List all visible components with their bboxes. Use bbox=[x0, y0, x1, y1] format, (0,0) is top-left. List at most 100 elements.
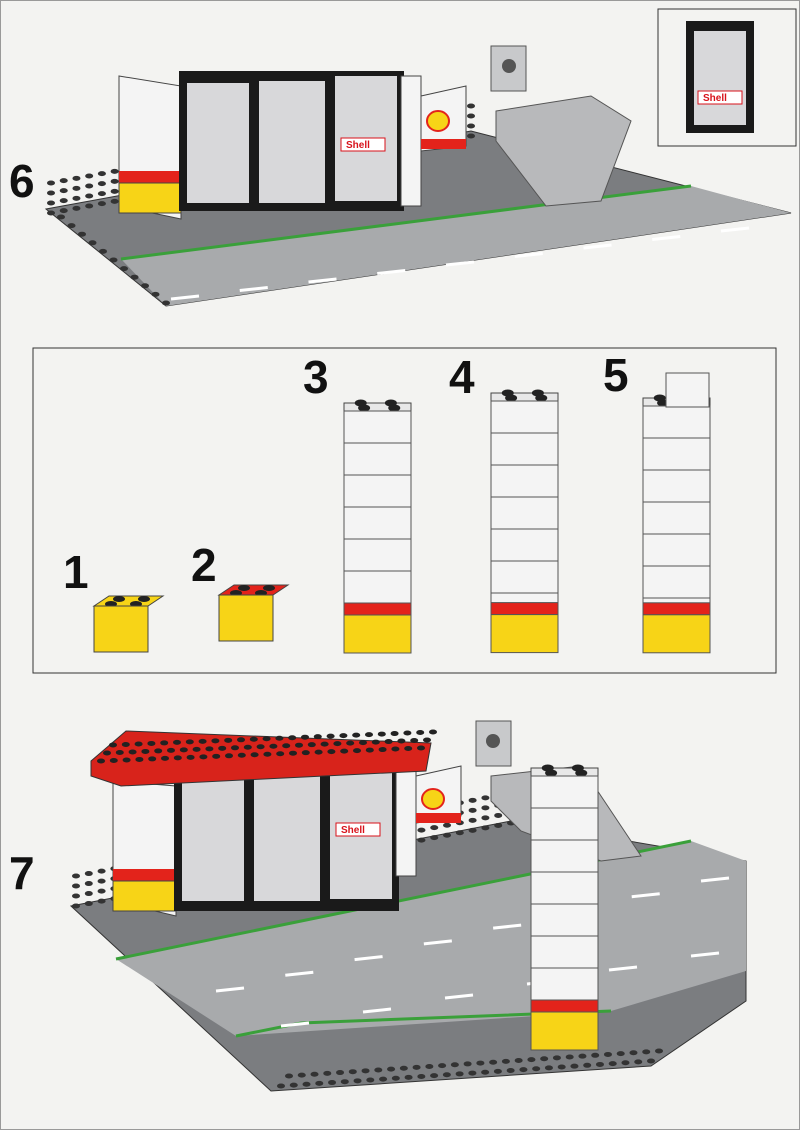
stud bbox=[535, 394, 548, 402]
stud bbox=[430, 835, 439, 841]
lane-marking bbox=[690, 951, 720, 958]
stud bbox=[59, 208, 68, 214]
lane-marking bbox=[280, 1021, 310, 1028]
step-6-window-pane-2 bbox=[259, 81, 325, 203]
stud bbox=[243, 744, 252, 750]
stud bbox=[161, 755, 169, 761]
stud bbox=[365, 747, 374, 753]
stud bbox=[374, 1067, 383, 1073]
stud bbox=[379, 1076, 388, 1082]
step-6-road-markings bbox=[170, 226, 750, 301]
stud bbox=[110, 168, 119, 174]
stud bbox=[450, 1062, 459, 1068]
substep-2-red-yellow-brick-top bbox=[217, 584, 290, 596]
substeps-box bbox=[32, 347, 777, 674]
stud bbox=[494, 812, 503, 818]
stud bbox=[616, 1051, 625, 1057]
stud bbox=[417, 837, 426, 843]
shell-logo-icon bbox=[426, 110, 450, 132]
stud bbox=[160, 740, 169, 746]
stud bbox=[468, 827, 477, 833]
stud bbox=[323, 1070, 332, 1076]
stud bbox=[603, 1051, 612, 1057]
stud bbox=[346, 740, 355, 746]
stud bbox=[608, 1061, 617, 1067]
stud bbox=[97, 191, 106, 197]
stud bbox=[72, 903, 80, 909]
stud bbox=[199, 754, 208, 760]
stud bbox=[72, 883, 80, 889]
stud bbox=[97, 181, 106, 187]
substep-5-added-brick bbox=[665, 372, 710, 408]
stud bbox=[443, 832, 452, 838]
step-6-scene: Shell bbox=[44, 45, 792, 307]
stud bbox=[501, 1058, 510, 1064]
lane-marking bbox=[354, 955, 383, 962]
stud bbox=[425, 1064, 434, 1070]
lane-marking bbox=[700, 876, 730, 883]
stud bbox=[147, 740, 156, 746]
stud bbox=[47, 180, 55, 186]
stud bbox=[333, 741, 342, 747]
stud bbox=[634, 1059, 643, 1065]
substep-4-column-white-brick bbox=[490, 464, 559, 498]
stud bbox=[84, 871, 93, 877]
stud bbox=[575, 769, 588, 777]
stud bbox=[148, 756, 157, 762]
substep-5-column-white-brick bbox=[642, 533, 711, 567]
stud bbox=[72, 205, 81, 211]
stud bbox=[151, 291, 160, 297]
substep-4-column-white-brick bbox=[490, 496, 559, 530]
substep-3-column-white-brick bbox=[343, 570, 412, 604]
step-7-roof-studs bbox=[97, 729, 437, 764]
stud bbox=[218, 745, 227, 751]
stud bbox=[371, 739, 380, 745]
stud bbox=[399, 1065, 408, 1071]
step-7-red-ledge bbox=[416, 813, 461, 823]
stud bbox=[455, 1071, 464, 1077]
stud bbox=[285, 1073, 293, 1079]
stud bbox=[72, 175, 81, 181]
step-7-pillar-yellow-base bbox=[530, 1011, 599, 1051]
stud bbox=[249, 736, 258, 742]
stud bbox=[231, 745, 239, 751]
stud bbox=[237, 737, 245, 743]
stud bbox=[519, 1067, 528, 1073]
stud bbox=[647, 1058, 655, 1064]
stud bbox=[173, 739, 181, 745]
stud bbox=[410, 738, 419, 744]
step-7-red-stripe bbox=[113, 869, 176, 881]
step-7-wall-right bbox=[395, 765, 417, 877]
stud bbox=[72, 185, 81, 191]
stud bbox=[67, 223, 76, 229]
stud bbox=[544, 1065, 553, 1071]
substep-3-column-white-brick bbox=[343, 506, 412, 540]
stud bbox=[295, 742, 303, 748]
substep-4-number: 4 bbox=[449, 351, 475, 403]
stud bbox=[84, 901, 93, 907]
substep-3-column-yellow-base bbox=[343, 614, 412, 654]
step-6-shell-sign-text: Shell bbox=[346, 140, 370, 151]
stud bbox=[476, 1060, 485, 1066]
stud bbox=[655, 1048, 663, 1054]
stud bbox=[47, 200, 55, 206]
step-6-sign bbox=[340, 137, 386, 152]
stud bbox=[110, 188, 119, 194]
stud bbox=[468, 1070, 477, 1076]
step-7-shell-sign-text: Shell bbox=[341, 825, 365, 836]
step-7-pillar-white-brick bbox=[530, 935, 599, 969]
stud bbox=[384, 739, 393, 745]
substep-bricks bbox=[92, 372, 711, 654]
stud bbox=[315, 1080, 324, 1086]
stud bbox=[84, 881, 93, 887]
step-7-pillar-white-brick bbox=[530, 807, 599, 841]
stud bbox=[348, 1069, 357, 1075]
stud bbox=[97, 171, 106, 177]
stud bbox=[430, 825, 439, 831]
stud bbox=[72, 873, 80, 879]
stud bbox=[629, 1050, 638, 1056]
lane-marking bbox=[608, 965, 638, 972]
stud bbox=[545, 769, 558, 777]
